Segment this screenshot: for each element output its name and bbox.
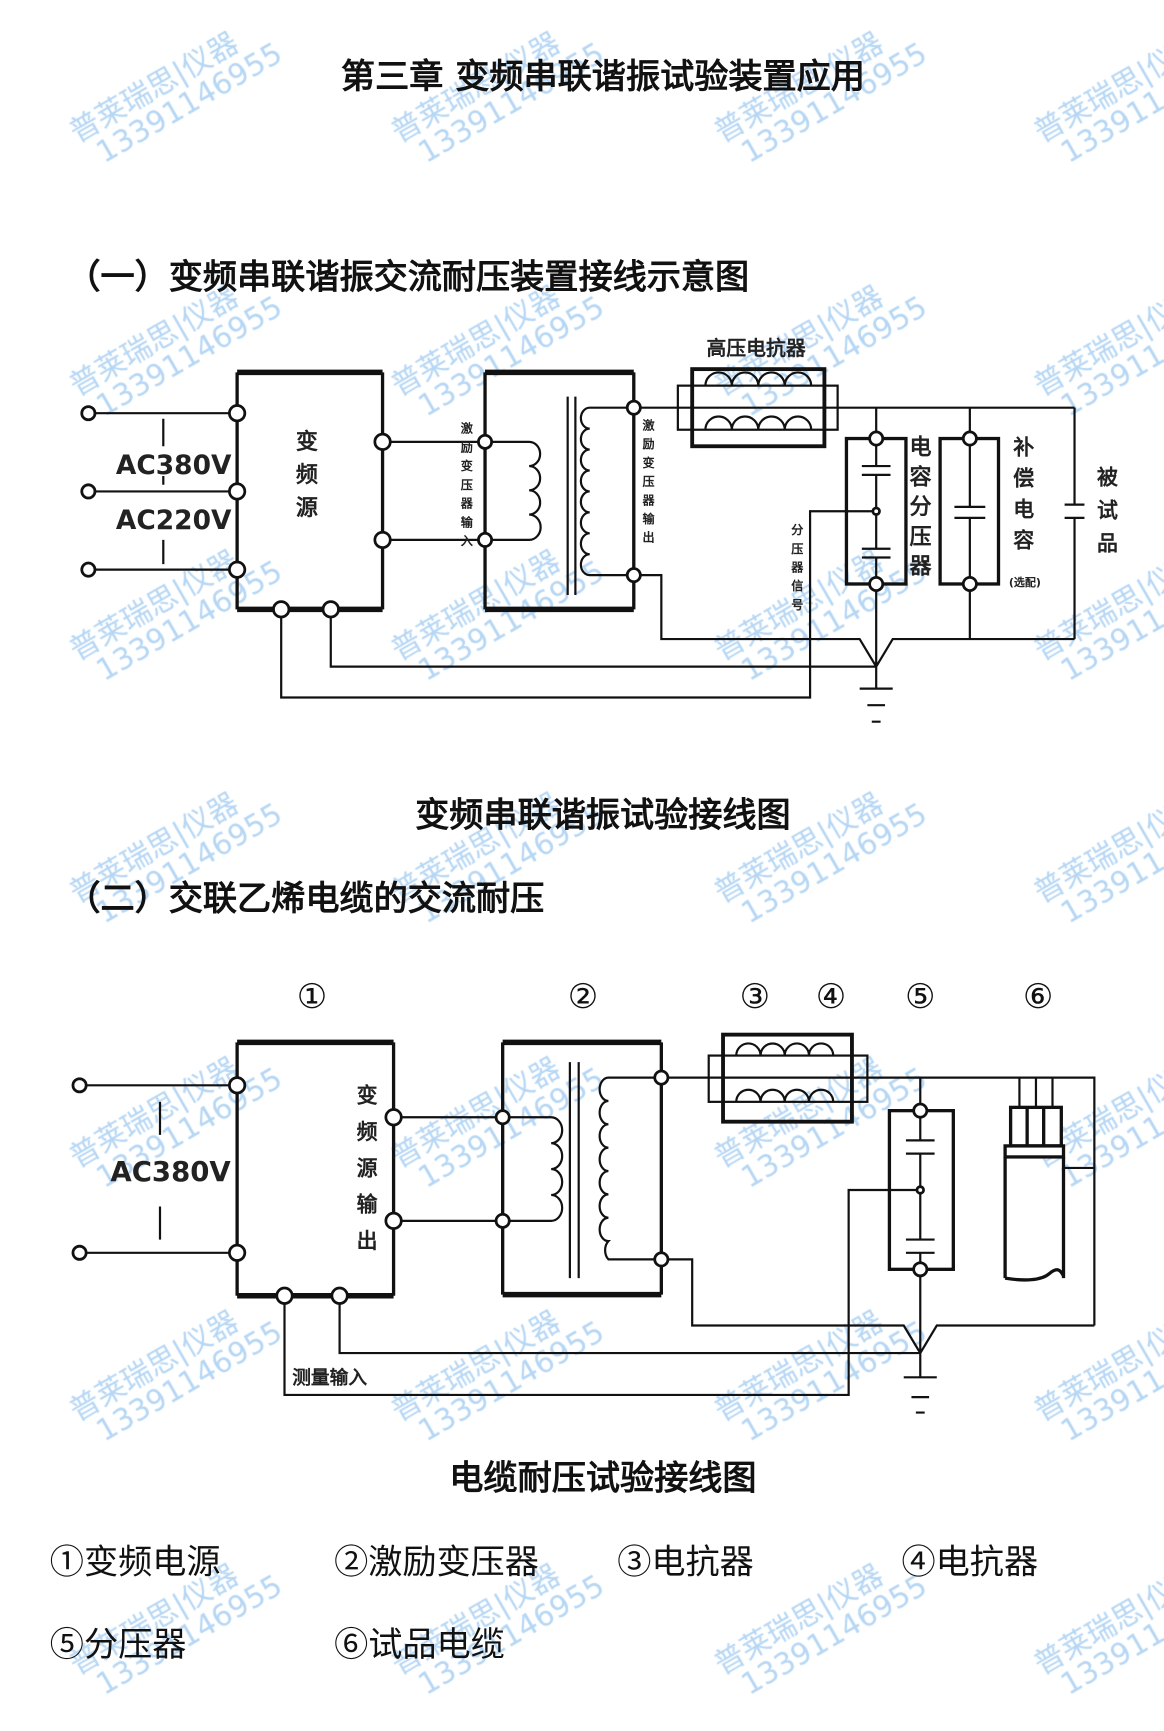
hv-line (661, 1076, 1096, 1326)
hv-line (633, 406, 1085, 640)
divider-signal-label: 分压器信号 (790, 522, 804, 617)
diagram-resonance-wiring: AC380V AC220V 变频源 激励变压器输入 激励变压器输出 高压电抗器 … (80, 337, 1118, 723)
diagram-cable-test-wiring: ① ② ③ ④ ⑤ ⑥ AC380V 变频源输出 (71, 977, 1096, 1414)
power-input-lines (80, 405, 238, 578)
measure-input-label: 测量输入 (292, 1367, 367, 1389)
vfd-box (235, 1039, 396, 1299)
terminals (228, 1069, 929, 1305)
divider-label: 电容分压器 (906, 435, 933, 584)
test-object-label: 被试品 (1094, 465, 1118, 565)
legend-item: ②激励变压器 (334, 1542, 539, 1582)
ac380v-label: AC380V (110, 1156, 231, 1188)
compensation-cap-label: 补偿电容 (1011, 436, 1035, 559)
compensation-capacitor (938, 436, 1001, 640)
vfd-output-label: 变频源输出 (354, 1084, 378, 1266)
ac220v-label: AC220V (116, 505, 232, 536)
return-wiring (338, 1258, 1095, 1414)
page-title: 第三章 变频串联谐振试验装置应用 (341, 57, 865, 97)
legend-item: ①变频电源 (50, 1542, 221, 1582)
exciter-input-label: 激励变压器输入 (459, 421, 473, 553)
return-wiring (329, 574, 1075, 723)
component-number-4: ④ (816, 977, 847, 1017)
optional-label: (选配) (1009, 575, 1041, 589)
exciter-transformer (393, 1039, 663, 1298)
power-input-lines (79, 1084, 238, 1254)
section2-heading: （二）交联乙烯电缆的交流耐压 (66, 879, 544, 919)
component-number-5: ⑤ (905, 977, 936, 1017)
hv-reactor-label: 高压电抗器 (707, 337, 807, 360)
section1-heading: （一）变频串联谐振交流耐压装置接线示意图 (66, 258, 749, 298)
capacitive-divider (280, 436, 908, 699)
exciter-output-label: 激励变压器输出 (641, 417, 655, 549)
diagram2-caption: 电缆耐压试验接线图 (449, 1459, 756, 1499)
component-number-3: ③ (740, 977, 771, 1017)
exciter-transformer (382, 369, 636, 613)
legend-item: ⑥试品电缆 (334, 1625, 505, 1665)
test-cable (1003, 1105, 1066, 1282)
component-number-6: ⑥ (1023, 977, 1054, 1017)
legend-item: ④电抗器 (902, 1542, 1039, 1582)
component-number-2: ② (568, 977, 599, 1017)
ac380v-label: AC380V (116, 450, 232, 481)
legend-item: ⑤分压器 (50, 1625, 187, 1665)
component-legend: ①变频电源 ②激励变压器 ③电抗器 ④电抗器 ⑤分压器 ⑥试品电缆 (50, 1542, 1038, 1665)
legend-item: ③电抗器 (617, 1542, 754, 1582)
vfd-label: 变频源 (292, 429, 318, 529)
terminals (228, 399, 978, 619)
diagram1-caption: 变频串联谐振试验接线图 (415, 795, 791, 835)
component-number-1: ① (297, 977, 328, 1017)
